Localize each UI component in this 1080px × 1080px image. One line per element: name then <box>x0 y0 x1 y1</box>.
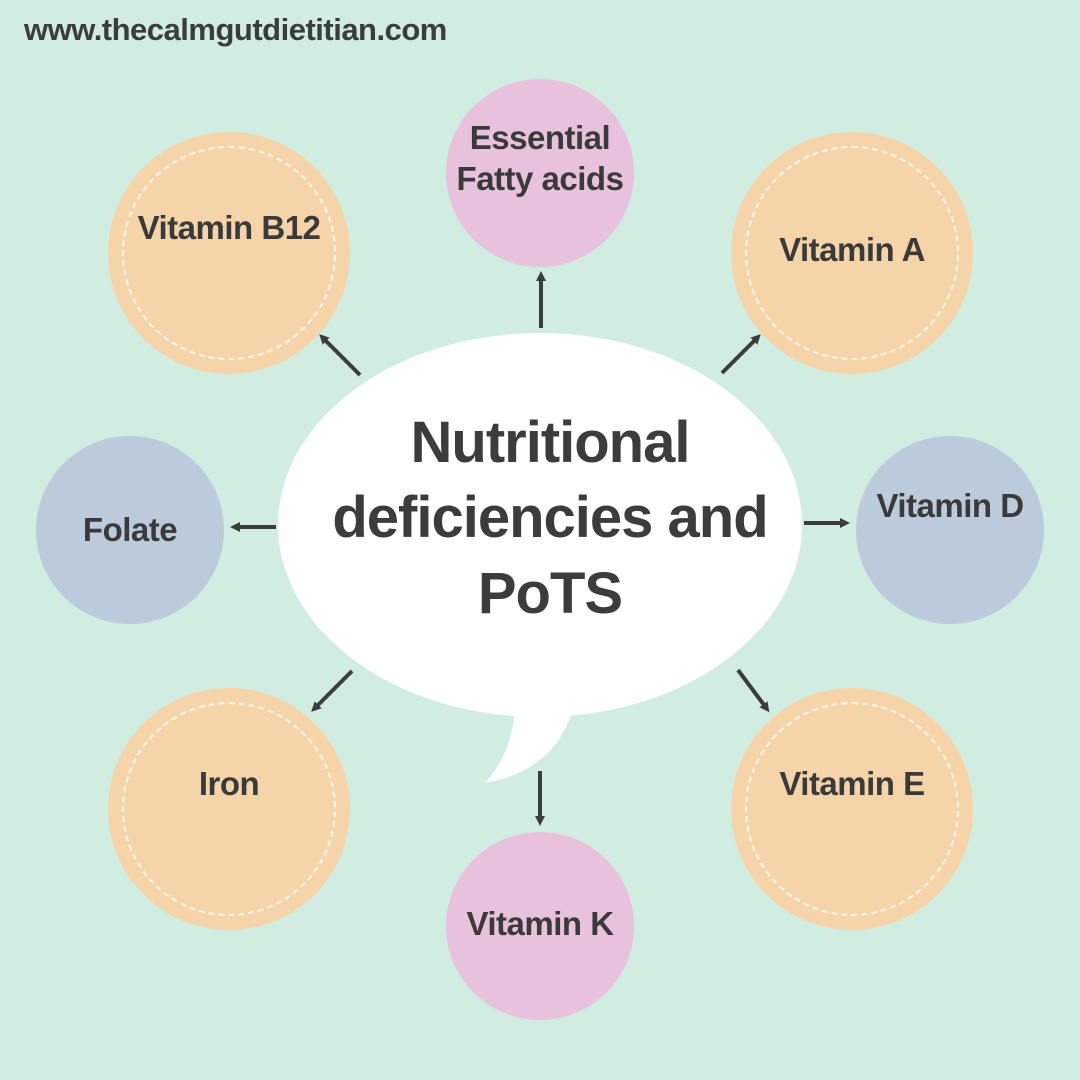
node-essential-fatty-acids: Essential Fatty acids <box>446 79 634 267</box>
node-label: Vitamin B12 <box>137 209 321 247</box>
node-label-line: Essential <box>469 118 611 156</box>
node-vitamin-b12: Vitamin B12 <box>108 132 350 374</box>
node-label: Vitamin A <box>779 231 925 269</box>
center-title-line: deficiencies and <box>332 485 768 551</box>
arrow-to-iron <box>311 669 354 712</box>
speech-bubble <box>278 333 802 783</box>
dashed-ring <box>122 146 336 360</box>
node-vitamin-e: Vitamin E <box>731 688 973 930</box>
dashed-ring <box>745 702 959 916</box>
node-vitamin-a: Vitamin A <box>731 132 973 374</box>
node-vitamin-d: Vitamin D <box>856 436 1044 624</box>
node-label: Vitamin E <box>779 765 925 803</box>
node-label-line: Fatty acids <box>456 160 624 197</box>
center-title-line: Nutritional <box>410 410 691 475</box>
node-label: Vitamin K <box>466 905 614 943</box>
node-label: Vitamin D <box>876 487 1024 525</box>
arrow-to-vitamin-b12 <box>319 334 362 377</box>
node-iron: Iron <box>108 688 350 930</box>
center-title: Nutritional deficiencies and PoTS <box>300 405 800 631</box>
dashed-ring <box>122 702 336 916</box>
node-label: Folate <box>82 511 178 549</box>
center-title-line: PoTS <box>477 560 623 626</box>
node-vitamin-k: Vitamin K <box>446 832 634 1020</box>
arrow-to-vitamin-a <box>720 334 761 375</box>
node-label: Iron <box>198 765 260 803</box>
node-folate: Folate <box>36 436 224 624</box>
arrow-to-vitamin-e <box>736 668 770 713</box>
website-url: www.thecalmgutdietitian.com <box>24 12 447 47</box>
node-label: Essential Fatty acids <box>457 117 624 200</box>
